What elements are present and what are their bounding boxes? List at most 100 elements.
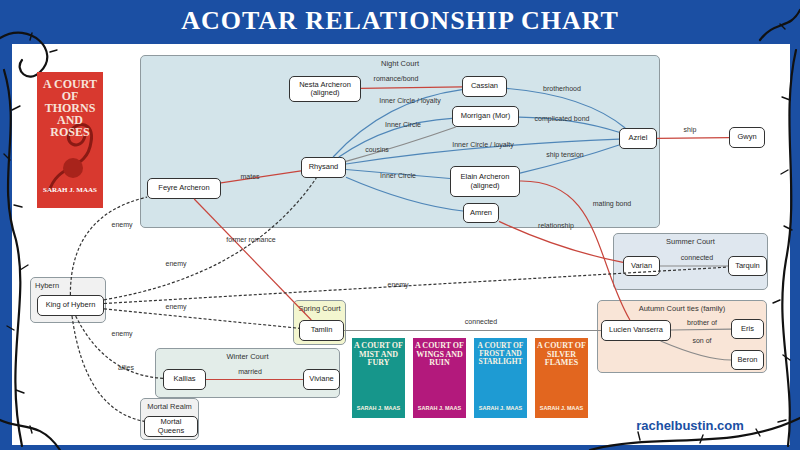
character-box: Varian [623,256,660,276]
character-name: Rhysand [309,163,339,172]
edge-label: Inner Circle [385,121,421,129]
character-box: Nesta Archeron (aligned) [289,76,361,102]
character-box: Rhysand [301,157,346,178]
edge-label: enemy [165,303,186,311]
group-heading: Summer Court [618,237,763,246]
cover-text: SARAH J. MAAS [475,405,526,411]
character-box: Gwyn [729,127,765,148]
character-name: Mortal Queens [147,418,195,435]
edge-label: brother of [687,319,717,327]
edge-label: son of [692,337,711,345]
character-name: King of Hybern [46,301,96,310]
character-box: Kallias [163,369,206,390]
thorn-vine [0,420,60,450]
edge-label: married [238,368,262,376]
character-box: Cassian [462,76,507,97]
edge-label: enemy [165,260,186,268]
character-box: Azriel [619,128,657,149]
edge-label: mating bond [593,200,632,208]
edge-label: connected [465,318,497,326]
character-name: Varian [631,262,652,271]
character-box: Viviane [303,369,340,390]
chart-title: ACOTAR RELATIONSHIP CHART [0,6,800,36]
edge-label: enemy [111,221,132,229]
character-name: Elain Archeron (aligned) [453,173,517,190]
edge-label: ship tension [546,151,583,159]
court-group: Mortal RealmMortal Queens [140,398,199,440]
thorn-vine [782,50,796,446]
edge-label: brotherhood [543,85,581,93]
edge-label: allies [118,364,134,372]
edge-label: Inner Circle [380,172,416,180]
thorn-vine [760,10,800,40]
cover-text: SARAH J. MAAS [353,405,404,411]
edge-label: complicated bond [535,115,590,123]
thorn-vine [590,418,800,450]
edge-label: ship [684,126,697,134]
cover-text: SARAH J. MAAS [414,405,465,411]
character-name: Nesta Archeron (aligned) [292,81,358,98]
thorn-spikes [4,24,792,443]
court-group: HybernKing of Hybern [30,277,106,323]
cover-text: SARAH J. MAAS [39,186,101,194]
relation-connector [657,137,729,139]
edge-label: cousins [365,146,389,154]
character-name: Eris [741,325,754,334]
court-group: Spring CourtTamlin [293,300,346,345]
thorn-spike [30,24,785,443]
character-name: Cassian [471,82,498,91]
character-name: Tarquin [735,262,760,271]
character-box: Morrigan (Mor) [452,106,519,127]
character-box: Feyre Archeron [147,178,221,199]
edge-label: mates [240,173,259,181]
relation-connector [344,330,601,331]
character-box: Eris [731,319,764,339]
character-name: Kallias [173,375,195,384]
thorn-vine [4,70,22,446]
character-box: Beron [731,350,764,370]
cover-text: A COURT OF THORNS AND ROSES [39,78,101,138]
cover-text: A COURT OF MIST AND FURY [353,342,404,368]
court-group: Summer CourtVarian Tarquin [613,233,768,290]
cover-text: SARAH J. MAAS [536,405,587,411]
edge-label: relationship [538,222,574,230]
site-credit: rachelbustin.com [615,418,765,433]
edge-label: connected [681,254,713,262]
cover-text: A COURT OF FROST AND STARLIGHT [475,342,526,366]
thorn-spike [773,97,792,422]
character-name: Beron [737,356,757,365]
character-name: Viviane [309,375,333,384]
cover-text: A COURT OF SILVER FLAMES [536,342,587,368]
hostile-connector [76,316,163,378]
edge-label: romance/bond [374,75,419,83]
character-box: Lucien Vanserra [601,320,671,341]
character-box: Amren [463,203,499,223]
character-box: King of Hybern [37,295,104,316]
cover-text: A COURT OF WINGS AND RUIN [414,342,465,368]
character-name: Morrigan (Mor) [461,112,511,121]
hostile-connector [72,316,144,421]
group-heading: Mortal Realm [145,402,194,411]
character-box: Mortal Queens [144,416,198,437]
character-name: Gwyn [737,133,756,142]
thorn-vines [0,10,800,450]
group-heading: Night Court [145,59,655,68]
character-name: Tamlin [311,326,333,335]
edge-label: Inner Circle / loyalty [379,97,440,105]
character-box: Tamlin [299,320,344,341]
group-heading: Autumn Court ties (family) [602,304,762,313]
rose-art [63,158,83,178]
character-name: Amren [470,209,492,218]
edge-label: enemy [387,281,408,289]
court-group: Autumn Court ties (family) Lucien Vanserr… [597,300,767,373]
group-heading: Spring Court [298,304,341,313]
group-heading: Winter Court [160,352,335,361]
edge-label: Inner Circle / loyalty [452,141,513,149]
thorn-vine [0,33,47,77]
hostile-connector [104,309,299,329]
character-name: Feyre Archeron [158,184,209,193]
edge-label: former romance [226,236,275,244]
character-box: Tarquin [728,256,767,276]
character-name: Lucien Vanserra [609,326,663,335]
character-name: Azriel [629,134,648,143]
